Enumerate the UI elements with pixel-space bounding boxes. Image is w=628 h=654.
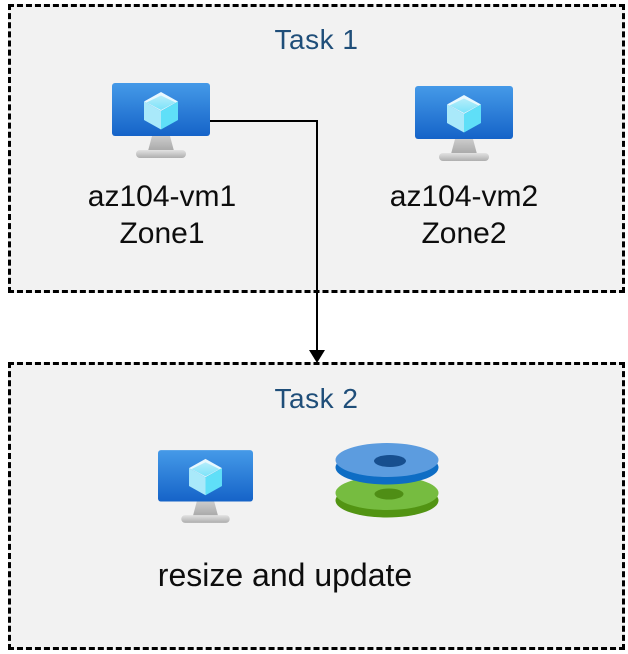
vm1-name: az104-vm1 (87, 180, 237, 213)
task2-panel (8, 362, 625, 650)
vm1-virtual-machine-icon (112, 83, 210, 159)
task1-title: Task 1 (274, 24, 359, 55)
vm2-virtual-machine-icon (415, 86, 513, 162)
task2-disks-icon (333, 441, 441, 519)
vm1-label: az104-vm1 Zone1 (42, 178, 282, 252)
task2-virtual-machine-icon (158, 450, 253, 524)
vm2-name: az104-vm2 (389, 180, 539, 213)
task2-caption: resize and update (157, 557, 413, 593)
vm1-zone: Zone1 (119, 217, 205, 250)
vm2-label: az104-vm2 Zone2 (344, 178, 584, 252)
task2-title: Task 2 (274, 383, 359, 414)
vm2-zone: Zone2 (421, 217, 507, 250)
